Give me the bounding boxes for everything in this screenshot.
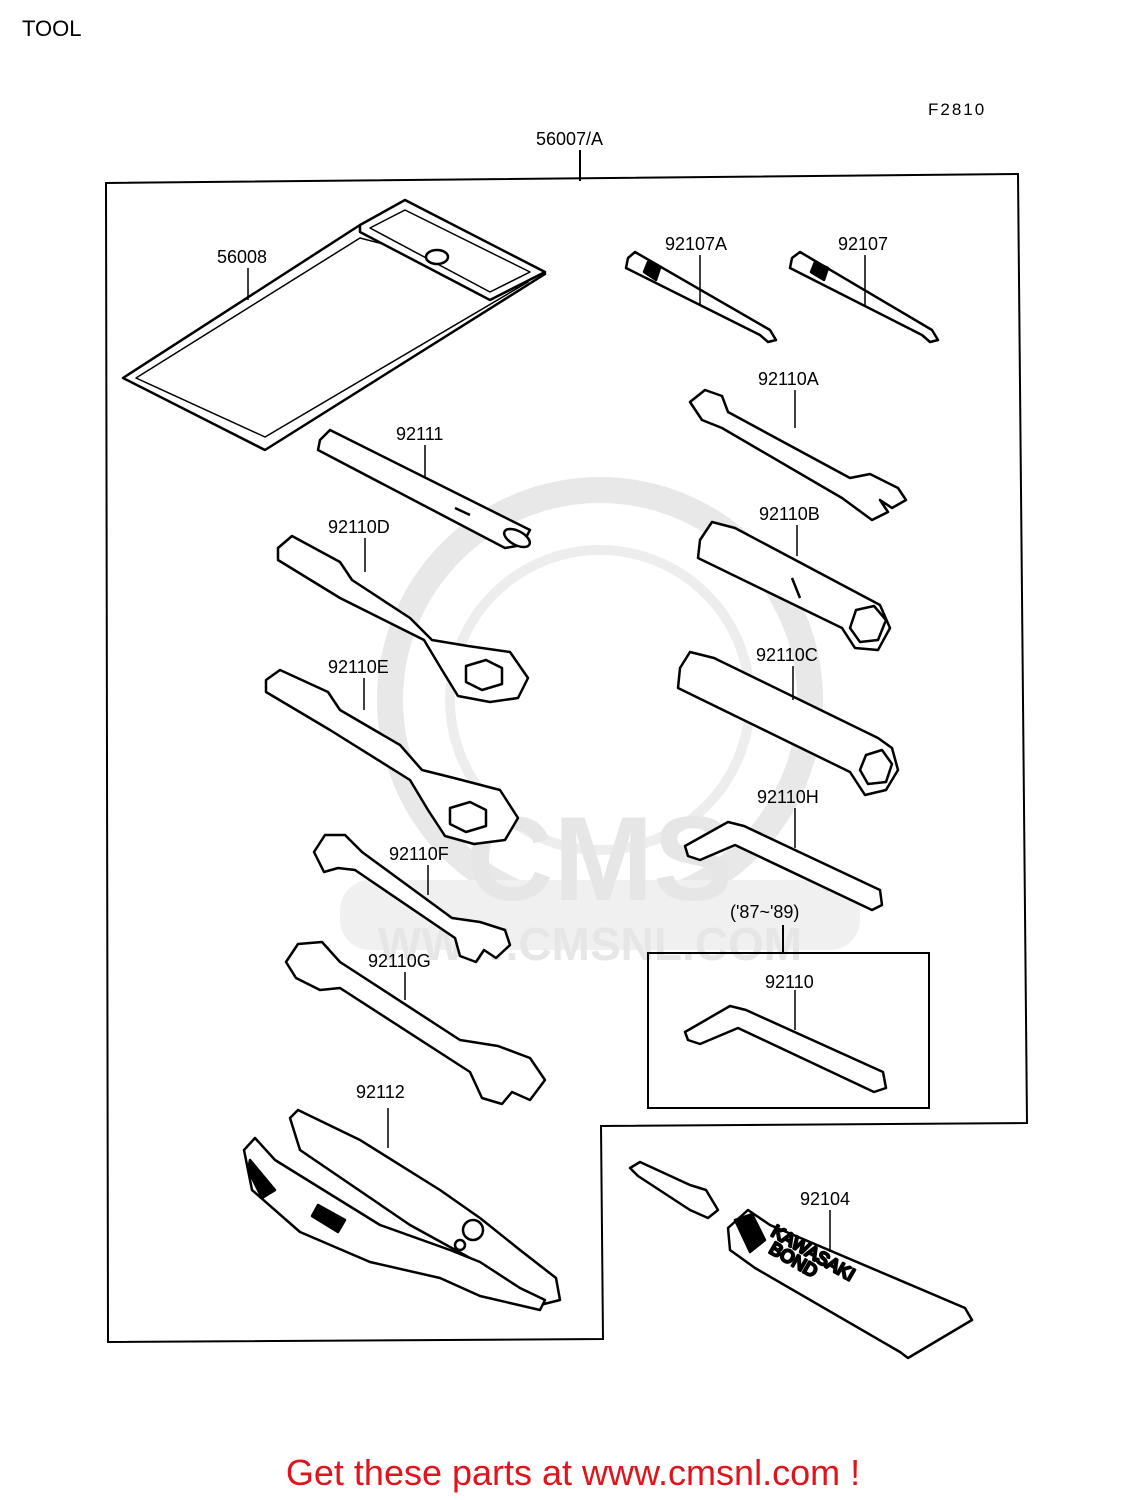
- label-92110G: 92110G: [368, 951, 431, 971]
- screwdriver-bit-92107: [788, 250, 940, 344]
- kit-outline: [104, 150, 1029, 1344]
- pouch-56008: [121, 198, 547, 452]
- pliers-92112: [242, 1108, 562, 1312]
- hex-key-92110H: [683, 808, 884, 912]
- footer-link[interactable]: Get these parts at www.cmsnl.com !: [285, 1452, 861, 1493]
- box-socket-92110B: [696, 520, 892, 652]
- label-92107A: 92107A: [665, 234, 727, 254]
- open-wrench-92110F: [312, 833, 512, 964]
- label-92107: 92107: [838, 234, 888, 254]
- label-56008: 56008: [217, 247, 267, 267]
- label-92110A: 92110A: [758, 369, 819, 389]
- label-92110C: 92110C: [756, 645, 818, 665]
- label-92110E: 92110E: [328, 657, 389, 677]
- label-92110F: 92110F: [389, 844, 449, 864]
- label-92110: 92110: [765, 972, 814, 992]
- ring-wrench-92110D: [276, 534, 530, 704]
- label-92110B: 92110B: [759, 504, 820, 524]
- handle-bar-92111: [316, 428, 532, 550]
- page-title: TOOL: [22, 16, 82, 41]
- screwdriver-bit-92107A: [624, 250, 778, 344]
- label-year-range: ('87~'89): [730, 902, 799, 922]
- label-92111: 92111: [396, 424, 443, 444]
- hex-key-92110: [683, 990, 888, 1094]
- label-56007A: 56007/A: [536, 129, 603, 149]
- figure-code: F2810: [928, 100, 987, 119]
- open-wrench-92110G: [284, 940, 547, 1106]
- ring-wrench-92110E: [264, 668, 520, 846]
- label-92112: 92112: [356, 1082, 405, 1102]
- label-92110H: 92110H: [757, 787, 819, 807]
- label-92110D: 92110D: [328, 517, 390, 537]
- flat-wrench-92110A: [688, 388, 908, 522]
- part-labels: 56007/A 56008 92107A 92107 92110A 92111 …: [217, 129, 888, 1209]
- label-92104: 92104: [800, 1189, 850, 1209]
- box-socket-92110C: [676, 650, 900, 797]
